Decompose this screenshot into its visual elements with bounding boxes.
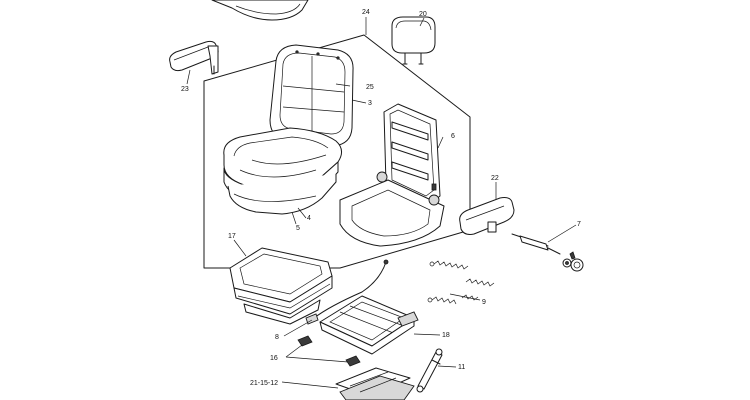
callout-9: 9 <box>482 299 486 306</box>
callout-11: 11 <box>458 364 465 371</box>
leader-lines <box>186 17 577 389</box>
callout-22: 22 <box>491 175 499 182</box>
callout-6: 6 <box>451 133 455 140</box>
callout-25: 25 <box>366 84 374 91</box>
callout-8: 8 <box>275 334 279 341</box>
small-blocks <box>297 335 361 367</box>
base-rails <box>335 367 415 400</box>
armrest-left <box>169 40 219 75</box>
gas-damper <box>416 348 443 393</box>
callout-20: 20 <box>419 11 427 18</box>
callout-4: 4 <box>307 215 311 222</box>
suspension-mechanism <box>305 259 419 355</box>
callout-18: 18 <box>442 332 450 339</box>
seat-bottom-shell <box>229 247 333 325</box>
seat-cushion <box>223 127 342 215</box>
armrest-right <box>459 197 515 235</box>
lumbar-cable-assembly <box>511 233 584 272</box>
callout-24: 24 <box>362 9 370 16</box>
seat-frame <box>339 103 445 247</box>
springs <box>427 260 495 305</box>
callout-labels: 20 24 23 25 3 6 4 5 22 7 17 9 8 18 16 11… <box>181 9 581 387</box>
callout-21-15-12: 21-15-12 <box>250 380 278 387</box>
callout-23: 23 <box>181 86 189 93</box>
callout-7: 7 <box>577 221 581 228</box>
headrest <box>391 16 436 65</box>
cropped-top-part <box>211 0 309 21</box>
callout-3: 3 <box>368 100 372 107</box>
callout-16: 16 <box>270 355 278 362</box>
callout-17: 17 <box>228 233 236 240</box>
callout-5: 5 <box>296 225 300 232</box>
